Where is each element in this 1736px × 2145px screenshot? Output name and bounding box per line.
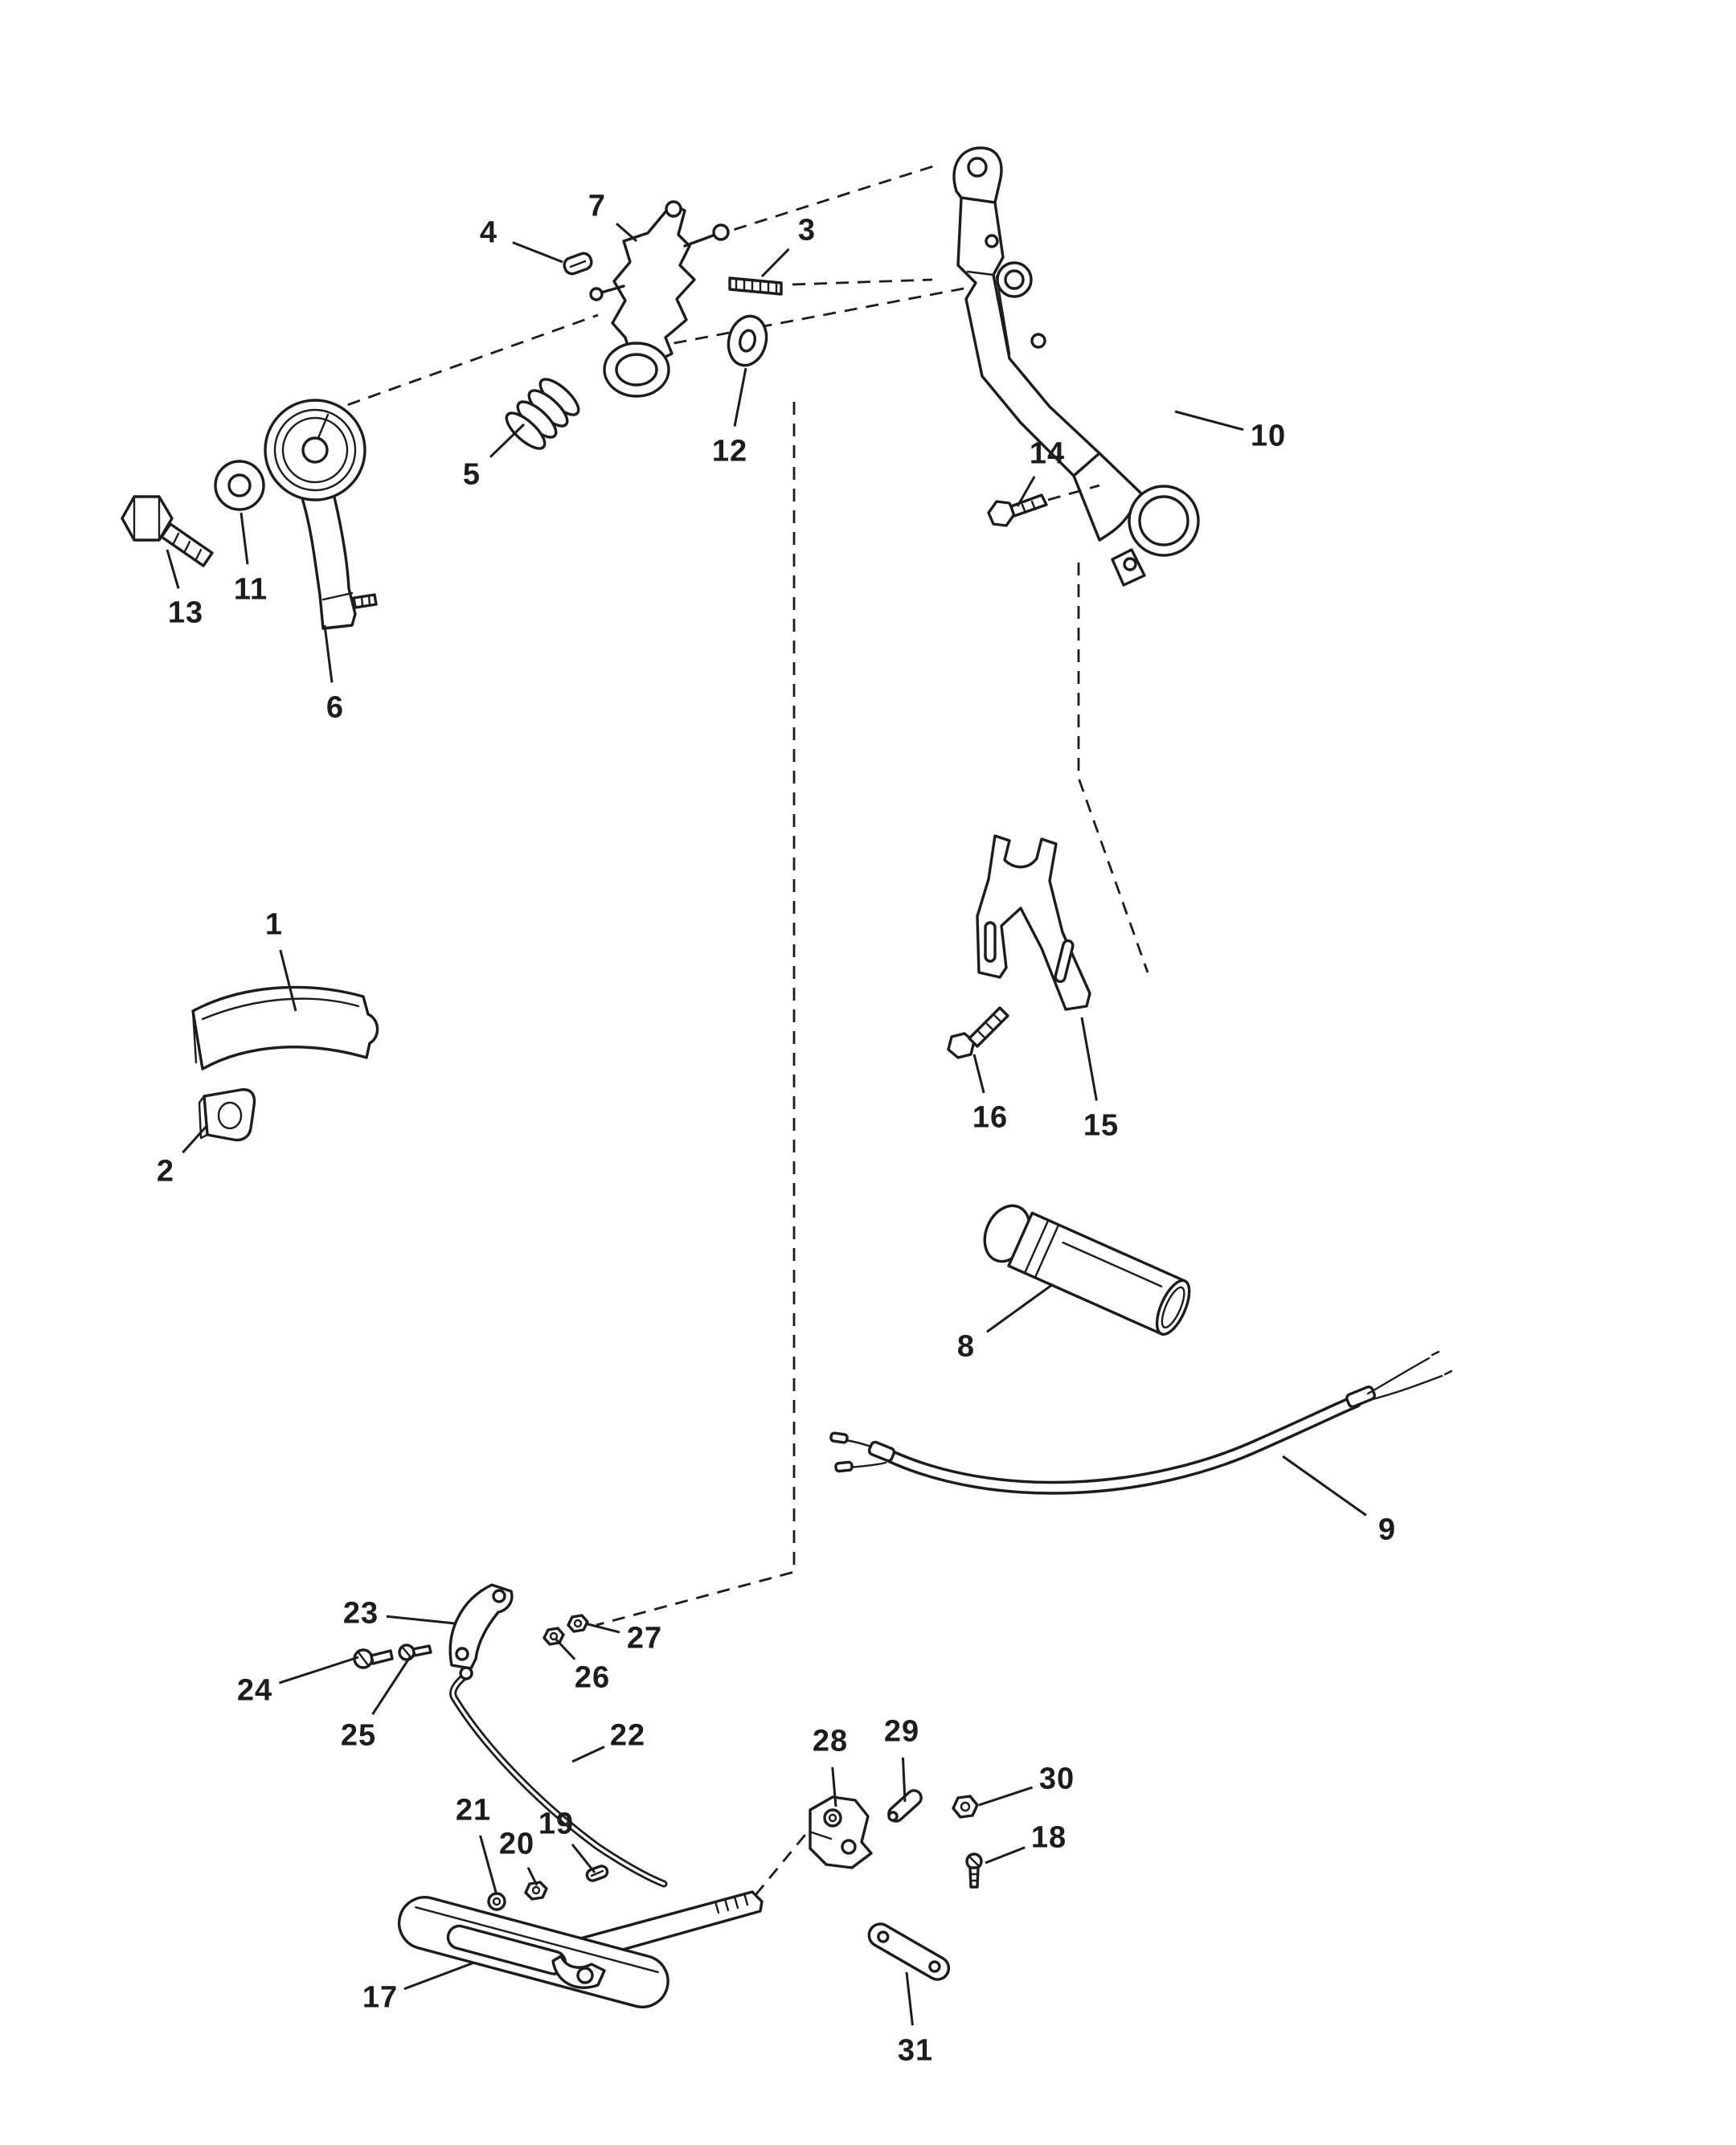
assembly-dashed-lines xyxy=(306,164,1149,1896)
part-15-bracket-drawing xyxy=(976,834,1091,1011)
part-23-lever-drawing xyxy=(448,1583,514,1670)
part-24-screw-drawing xyxy=(353,1648,394,1669)
leader-line-6 xyxy=(323,624,334,683)
part-2-roller-drawing xyxy=(198,1088,256,1142)
leader-line-20 xyxy=(526,1867,538,1886)
leader-line-30 xyxy=(978,1786,1034,1807)
part-6-cam-pulley-drawing xyxy=(264,399,378,630)
part-1-cam-plate-drawing xyxy=(191,985,379,1070)
leader-line-12 xyxy=(733,367,747,427)
part-17-throttle-arm-drawing xyxy=(397,1890,764,2008)
leader-line-11 xyxy=(240,512,249,565)
part-11-washer-drawing xyxy=(214,460,265,511)
leader-line-17 xyxy=(403,1961,475,1991)
leader-line-4 xyxy=(512,241,563,264)
leader-line-2 xyxy=(182,1124,209,1154)
part-14-screw-drawing xyxy=(987,484,1100,527)
part-25-screw-drawing xyxy=(398,1644,432,1661)
part-26-nut-drawing xyxy=(542,1627,565,1646)
part-8-grip-drawing xyxy=(983,1204,1191,1336)
leader-line-22 xyxy=(571,1746,605,1763)
leader-line-13 xyxy=(166,549,180,589)
part-18-screw-drawing xyxy=(965,1852,983,1889)
leader-line-16 xyxy=(972,1054,985,1094)
leader-lines-layer xyxy=(166,222,1367,2026)
leader-line-28 xyxy=(831,1766,837,1807)
part-31-link-drawing xyxy=(867,1922,951,1981)
part-22-rod-drawing xyxy=(449,1666,668,1888)
leader-line-21 xyxy=(479,1835,498,1896)
leader-line-19 xyxy=(571,1844,596,1873)
part-16-bolt-drawing xyxy=(947,1006,1009,1059)
leader-line-1 xyxy=(279,949,297,1012)
part-21-washer-drawing xyxy=(487,1892,506,1911)
part-12-washer-drawing xyxy=(727,314,768,367)
part-28-swivel-block-drawing xyxy=(809,1795,873,1869)
part-9-cable-drawing xyxy=(829,1350,1453,1495)
part-30-nut-drawing xyxy=(952,1795,979,1819)
part-13-bolt-drawing xyxy=(121,495,214,567)
part-29-link-drawing xyxy=(887,1789,923,1823)
part-3-pin-drawing xyxy=(728,276,783,296)
leader-line-23 xyxy=(386,1615,456,1625)
part-4-plug-drawing xyxy=(563,252,593,276)
leader-line-26 xyxy=(555,1638,576,1660)
leader-line-31 xyxy=(905,1971,914,2026)
part-10-bracket-drawing xyxy=(952,146,1200,587)
leader-line-5 xyxy=(489,423,526,458)
part-27-nut-drawing xyxy=(567,1614,589,1633)
part-5-spring-drawing xyxy=(505,378,580,450)
leader-line-10 xyxy=(1174,410,1244,432)
leader-line-3 xyxy=(760,248,790,278)
part-20-nut-drawing xyxy=(524,1881,548,1901)
leader-line-25 xyxy=(371,1656,411,1716)
part-7-linkage-lever-drawing xyxy=(589,200,730,398)
leader-line-18 xyxy=(985,1846,1026,1865)
leader-line-24 xyxy=(278,1656,359,1684)
leader-line-7 xyxy=(616,222,637,243)
leader-line-29 xyxy=(901,1757,907,1803)
leader-line-9 xyxy=(1282,1455,1367,1517)
leader-line-8 xyxy=(986,1283,1054,1333)
leader-line-14 xyxy=(1016,476,1036,507)
leader-line-27 xyxy=(584,1622,620,1634)
leader-line-15 xyxy=(1080,1017,1098,1101)
